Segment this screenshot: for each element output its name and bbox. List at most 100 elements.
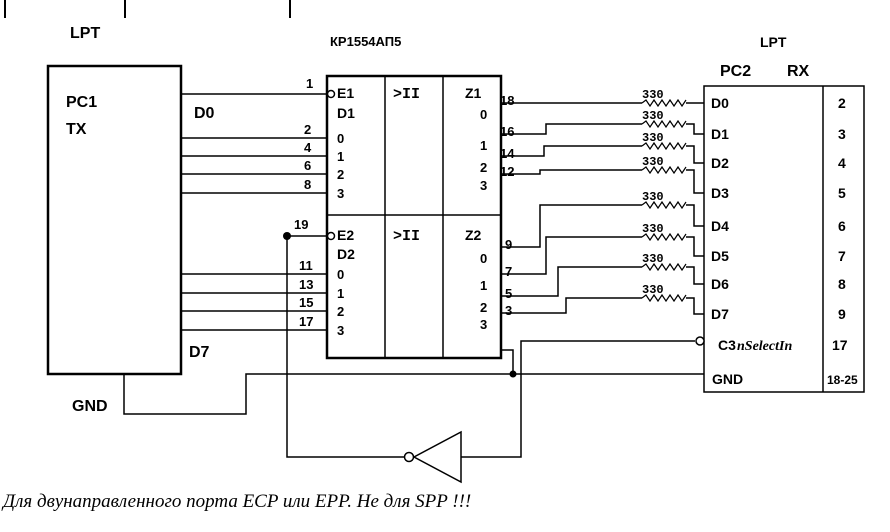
chip-input-index: 1	[337, 286, 344, 301]
chip-input-index: 3	[337, 186, 344, 201]
chip-pin-number: 9	[505, 237, 512, 252]
resistor-value: 330	[642, 190, 664, 204]
chip-pin-number: 11	[299, 258, 313, 273]
resistor-zigzag	[641, 262, 687, 272]
chip-pin-number: 12	[500, 164, 514, 179]
wire-output	[501, 145, 642, 157]
resistor: 330	[641, 88, 687, 108]
resistor: 330	[641, 222, 687, 242]
pc2-row-signal: D2	[711, 155, 729, 171]
chip-e1-label: E1	[337, 85, 354, 101]
chip-output-index: 3	[480, 178, 487, 193]
chip-input-index: 2	[337, 304, 344, 319]
resistor-value: 330	[642, 155, 664, 169]
wire-to-pc2	[686, 123, 704, 135]
wire-output	[501, 297, 642, 314]
pc1-d0-label: D0	[194, 105, 215, 122]
chip-d2-label: D2	[337, 246, 355, 262]
resistor-value: 330	[642, 131, 664, 145]
pc2-name: PC2	[720, 63, 751, 80]
pc2-gnd-pin: 18-25	[827, 373, 858, 387]
chip-output-index: 2	[480, 300, 487, 315]
wire-enable-to-inverter	[286, 236, 404, 458]
resistor-zigzag	[641, 165, 687, 175]
chip-pin-number: 8	[304, 177, 311, 192]
chip-pin-number: 14	[500, 146, 515, 161]
chip-input-index: 1	[337, 149, 344, 164]
pc1-name: PC1	[66, 94, 97, 111]
chip-e2-label: E2	[337, 227, 354, 243]
pc2-row-pin: 9	[838, 306, 846, 322]
pc2-row-signal: D0	[711, 95, 729, 111]
chip-bottom-buffer-symbol: >II	[393, 228, 420, 245]
pc2-table	[703, 85, 865, 393]
pc2-row-pin: 4	[838, 155, 846, 171]
wire-output	[501, 169, 642, 175]
junctions	[283, 232, 517, 378]
chip-pin-number: 6	[304, 158, 311, 173]
pc2-role: RX	[787, 63, 810, 80]
pc2-row-pin: 2	[838, 95, 846, 111]
chip-d1-label: D1	[337, 105, 355, 121]
junction-dot	[283, 232, 291, 240]
e2-inversion-bubble	[326, 231, 336, 241]
border-ticks	[4, 0, 291, 18]
chip: КР1554АП5 E1 D1 >II Z1 E2 D2 >II Z2 1 19	[294, 34, 503, 360]
resistor: 330	[641, 190, 687, 210]
pc1-role: TX	[66, 121, 87, 138]
wire-to-pc2	[686, 169, 704, 194]
chip-pin-number: 13	[299, 277, 313, 292]
wire-to-pc2	[686, 145, 704, 164]
pc2-row-signal: D1	[711, 126, 729, 142]
pc2-row-pin: 5	[838, 185, 846, 201]
pc2-row-signal: D4	[711, 218, 729, 234]
pc2-control-name: nSelectIn	[737, 339, 792, 354]
wire-layer	[123, 93, 704, 458]
pc2-row-pin: 8	[838, 276, 846, 292]
inverter-bubble	[403, 451, 415, 463]
chip-output-index: 1	[480, 278, 487, 293]
e1-inversion-bubble	[326, 89, 336, 99]
chip-pin-number: 18	[500, 93, 514, 108]
pc1-box	[46, 64, 183, 376]
chip-outline	[325, 74, 503, 360]
chip-input-index: 3	[337, 323, 344, 338]
resistor-zigzag	[641, 200, 687, 210]
chip-pin-number: 15	[299, 295, 313, 310]
wire-to-pc2	[686, 297, 704, 315]
chip-name: КР1554АП5	[330, 34, 401, 49]
pc2-row-signal: D7	[711, 306, 729, 322]
wire-output	[501, 236, 642, 275]
wire-ground-chip	[501, 349, 514, 374]
pc2-port-label: LPT	[760, 34, 787, 50]
enable-pin-19: 19	[294, 217, 308, 232]
pc2-row-pin: 3	[838, 126, 846, 142]
resistor: 330	[641, 109, 687, 129]
chip-pin-number: 16	[500, 124, 514, 139]
caption: Для двунаправленного порта ECP или EPP. …	[1, 491, 471, 512]
chip-output-index: 0	[480, 251, 487, 266]
wire-inverter-to-c3	[461, 340, 695, 458]
resistor-zigzag	[641, 98, 687, 108]
inverter-gate	[403, 430, 462, 484]
pc2-row-pin: 7	[838, 248, 846, 264]
chip-pin-number: 4	[304, 140, 312, 155]
pc2-control-signal: C3	[718, 337, 736, 353]
c3-inversion-bubble	[695, 336, 705, 346]
chip-output-index: 3	[480, 317, 487, 332]
pc1-block: LPT PC1 TX D0 D7 GND	[46, 25, 215, 415]
resistor-zigzag	[641, 232, 687, 242]
wire-ground	[123, 373, 704, 415]
wire-output	[501, 266, 642, 297]
pc2-control-pin: 17	[832, 337, 848, 353]
chip-pin-number: 5	[505, 286, 512, 301]
pc2-gnd-signal: GND	[712, 371, 743, 387]
wire-output	[501, 123, 642, 135]
pc2-row-signal: D6	[711, 276, 729, 292]
resistor: 330	[641, 252, 687, 272]
resistor: 330	[641, 155, 687, 175]
